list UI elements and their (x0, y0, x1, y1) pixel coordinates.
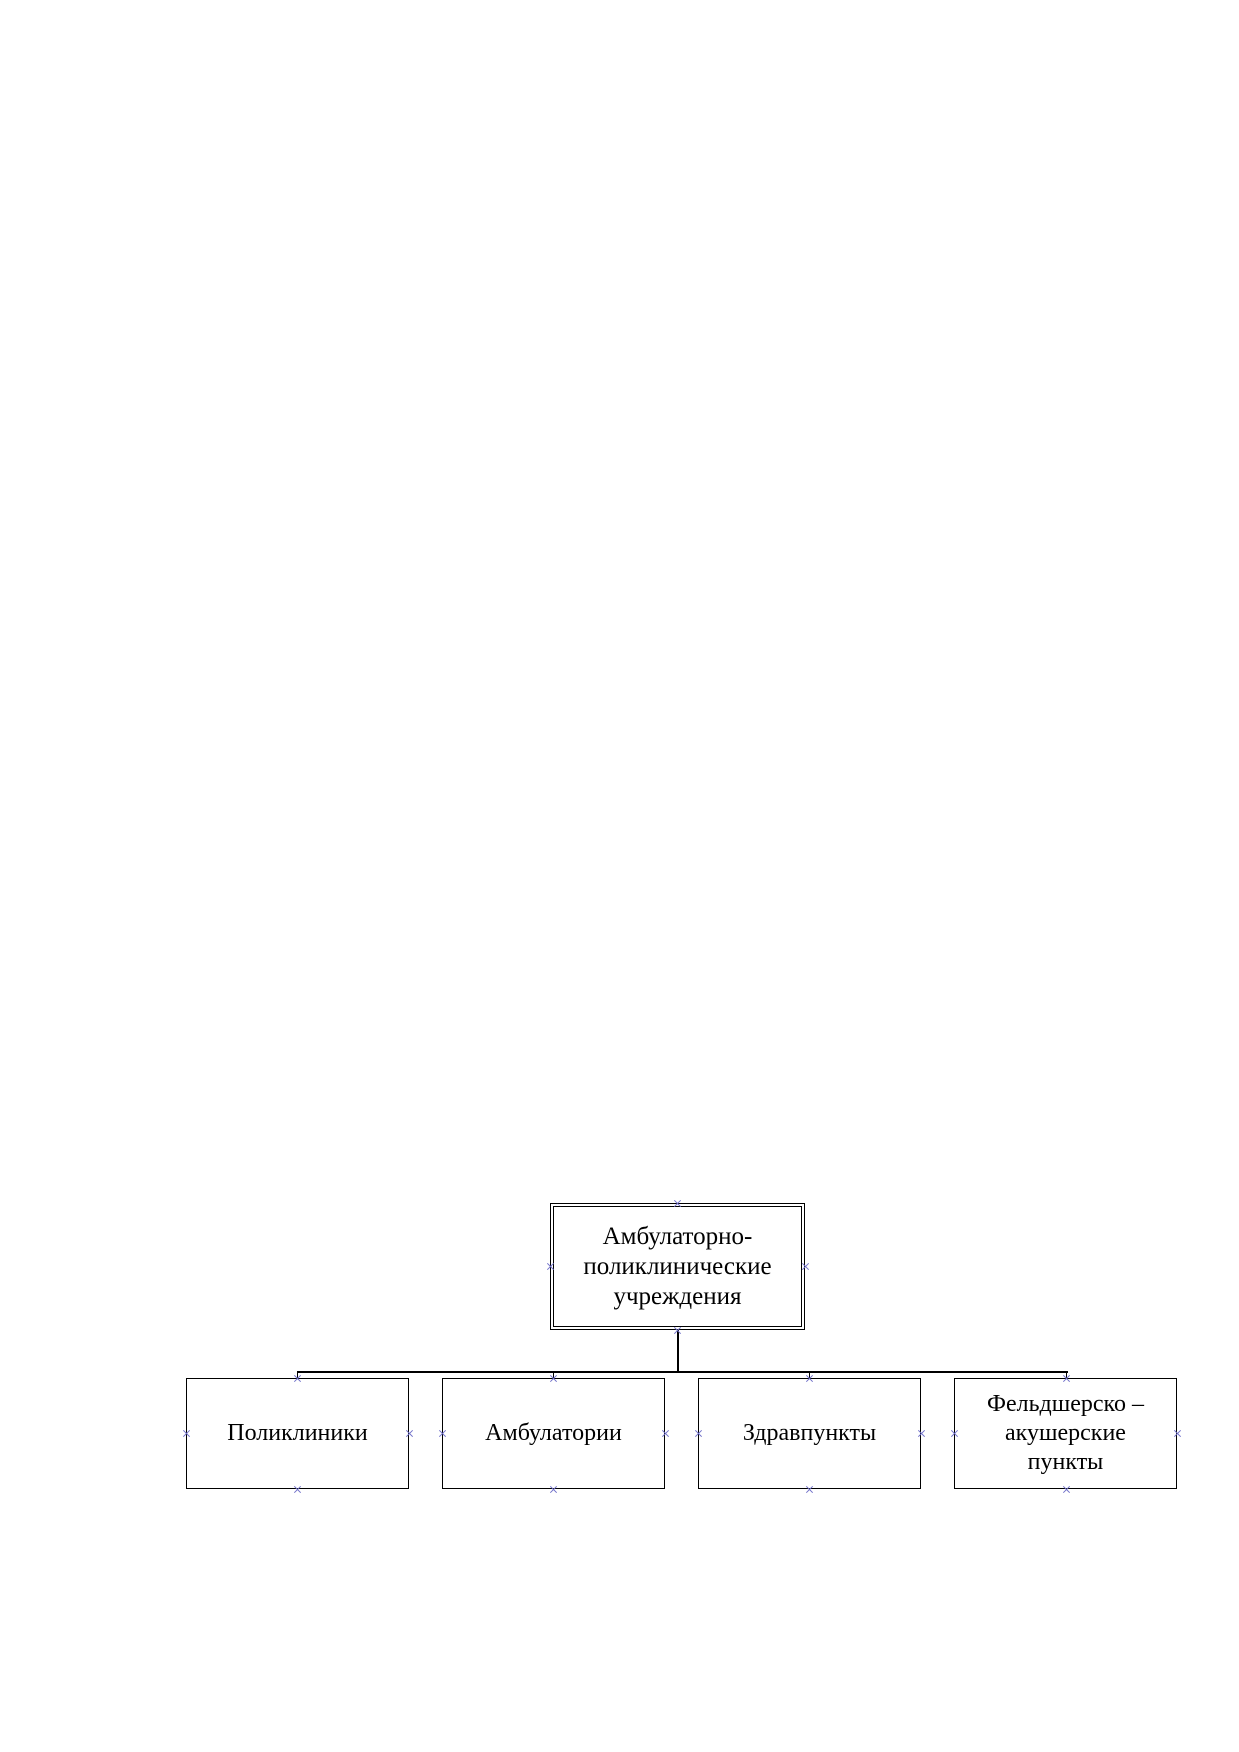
selection-handle[interactable] (918, 1430, 925, 1437)
selection-handle[interactable] (547, 1263, 554, 1270)
connector-trunk (677, 1330, 679, 1372)
child-node-feldsher-obstetric-posts: Фельдшерско – акушерские пункты (954, 1378, 1177, 1489)
selection-handle[interactable] (550, 1486, 557, 1493)
selection-handle[interactable] (674, 1200, 681, 1207)
selection-handle[interactable] (294, 1486, 301, 1493)
selection-handle[interactable] (406, 1430, 413, 1437)
child-node-label: Поликлиники (227, 1420, 368, 1446)
child-node-ambulatories: Амбулатории (442, 1378, 665, 1489)
selection-handle[interactable] (695, 1430, 702, 1437)
selection-handle[interactable] (1174, 1430, 1181, 1437)
selection-handle[interactable] (1063, 1486, 1070, 1493)
selection-handle[interactable] (806, 1486, 813, 1493)
selection-handle[interactable] (183, 1430, 190, 1437)
selection-handle[interactable] (1063, 1375, 1070, 1382)
connector-bus (297, 1371, 1068, 1373)
selection-handle[interactable] (550, 1375, 557, 1382)
child-node-polyclinics: Поликлиники (186, 1378, 409, 1489)
child-node-label: Здравпункты (742, 1420, 877, 1446)
child-node-label: Фельдшерско – акушерские пункты (987, 1391, 1144, 1475)
child-node-label: Амбулатории (485, 1420, 622, 1446)
root-node: Амбулаторно- поликлинические учреждения (550, 1203, 805, 1330)
selection-handle[interactable] (294, 1375, 301, 1382)
selection-handle[interactable] (674, 1327, 681, 1334)
selection-handle[interactable] (662, 1430, 669, 1437)
child-node-health-posts: Здравпункты (698, 1378, 921, 1489)
selection-handle[interactable] (951, 1430, 958, 1437)
selection-handle[interactable] (802, 1263, 809, 1270)
selection-handle[interactable] (806, 1375, 813, 1382)
selection-handle[interactable] (439, 1430, 446, 1437)
root-node-label: Амбулаторно- поликлинические учреждения (583, 1222, 772, 1310)
